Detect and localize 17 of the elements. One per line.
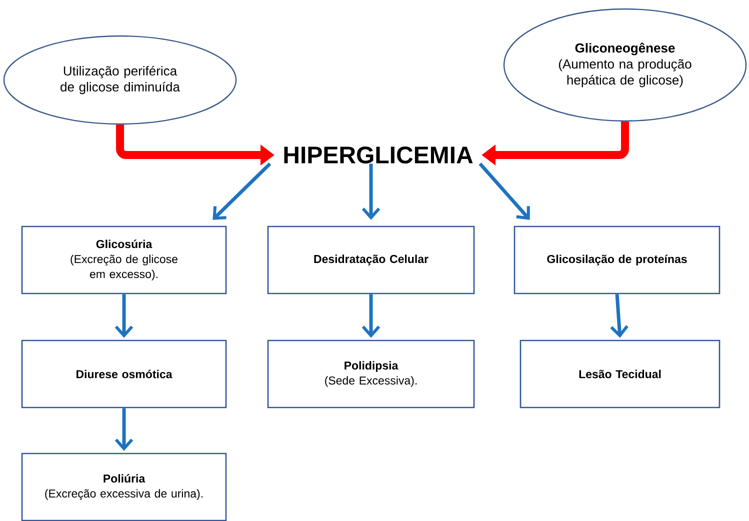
ellipse-node: Utilização periférica de glicose diminuída bbox=[3, 35, 237, 125]
process-box: Poliúria (Excreção excessiva de urina). bbox=[21, 452, 227, 521]
process-box: Lesão Tecidual bbox=[520, 340, 720, 408]
arrow bbox=[478, 162, 530, 220]
process-box: Diurese osmótica bbox=[21, 340, 227, 408]
arrow bbox=[362, 164, 380, 220]
heading-text: HIPERGLICEMIA bbox=[284, 146, 473, 164]
arrow bbox=[610, 294, 628, 338]
process-box: Glicosúria (Excreção de glicose em excesso). bbox=[21, 226, 227, 294]
ellipse-node: Gliconeogênese (Aumento na produção hepática de glicose) bbox=[503, 8, 747, 122]
arrow bbox=[212, 162, 272, 220]
arrow bbox=[114, 408, 134, 451]
process-box: Polidipsia (Sede Excessiva). bbox=[267, 340, 475, 408]
process-box: Glicosilação de proteínas bbox=[514, 226, 720, 294]
process-box: Desidratação Celular bbox=[267, 226, 475, 294]
arrow bbox=[362, 294, 380, 338]
arrow bbox=[114, 294, 134, 338]
